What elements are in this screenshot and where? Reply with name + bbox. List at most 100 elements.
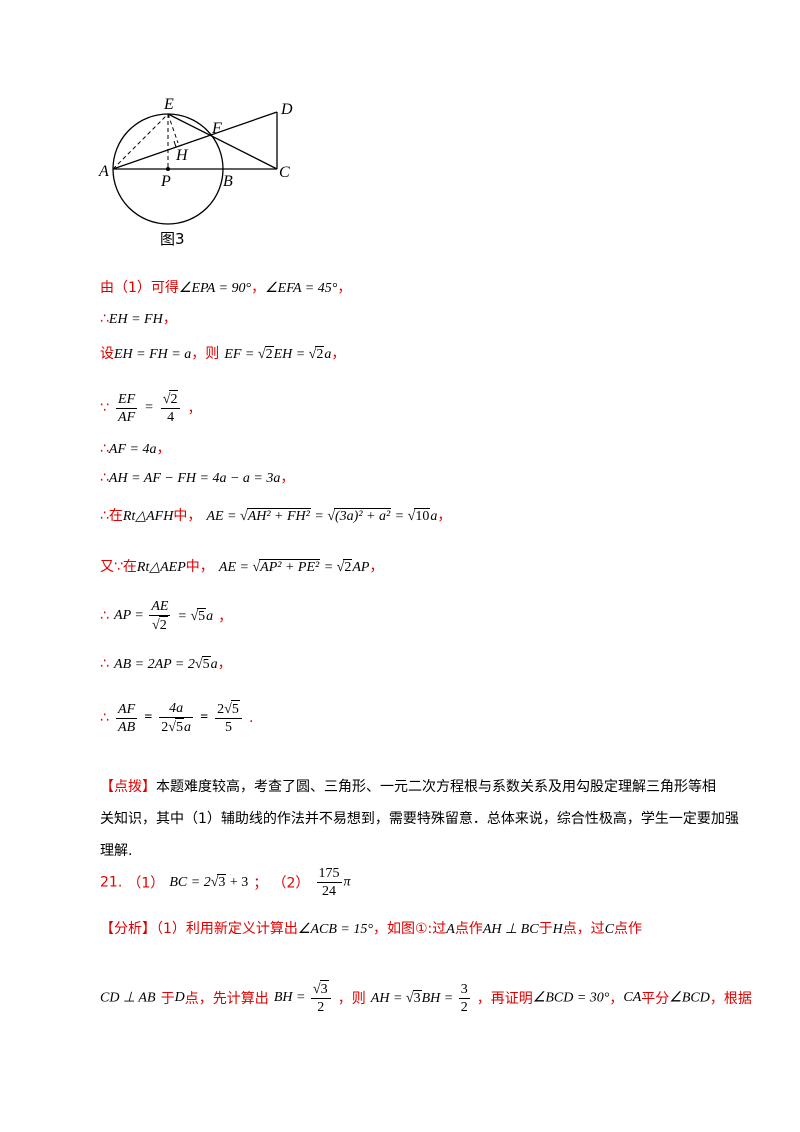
therefore-symbol: ∴	[100, 441, 109, 457]
analysis-label: 【分析】	[100, 921, 156, 937]
text: 点，先计算出	[184, 991, 269, 1007]
part-label: （2）	[272, 875, 310, 892]
label-D: D	[280, 101, 293, 118]
tip-label: 【点拨】	[100, 779, 156, 795]
segment-AD	[112, 111, 278, 170]
text: 于	[538, 921, 553, 937]
solution-line-5: ∴AF = 4a，	[100, 438, 170, 458]
text: 又∵在	[100, 559, 137, 575]
math: AP =	[114, 608, 148, 623]
equals: =	[200, 710, 209, 725]
math: Rt△AFH	[122, 509, 174, 524]
tip-line-2: 关知识，其中（1）辅助线的作法并不易想到，需要特殊留意．总体来说，综合性极高，学…	[100, 808, 739, 828]
text: 点作	[614, 921, 643, 937]
math: A	[446, 922, 455, 937]
fraction: AE√2	[149, 599, 171, 633]
text: 本题难度较高，考查了圆、三角形、一元二次方程根与系数关系及用勾股定理解三角形等相	[156, 779, 716, 795]
solution-line-7: ∴在Rt△AFH中， AE = √AH² + FH² = √(3a)² + a²…	[100, 505, 451, 525]
math: ∠EFA = 45°	[265, 281, 338, 296]
text: .	[248, 710, 254, 726]
math: ∠EPA = 90°	[178, 281, 252, 296]
math: ∠ACB = 15°	[297, 922, 373, 937]
math: EH = FH	[108, 312, 163, 327]
text: 中，	[173, 508, 202, 524]
solution-line-8: 又∵在Rt△AEP中， AE = √AP² + PE² = √2AP，	[100, 556, 383, 576]
therefore-symbol: ∴	[100, 608, 109, 624]
dashed-AE	[112, 113, 169, 170]
math: AB = 2AP = 2√5a	[114, 656, 218, 672]
math: C	[604, 922, 615, 937]
therefore-symbol: ∴	[100, 710, 109, 726]
text: ，	[187, 401, 202, 417]
math: CD ⊥ AB	[100, 990, 156, 1006]
math: AH ⊥ BC	[482, 922, 539, 937]
text: （1）利用新定义计算出	[156, 921, 298, 937]
because-symbol: ∵	[100, 400, 109, 416]
math: EF = √2EH = √2a	[224, 346, 332, 362]
equals: =	[144, 400, 154, 415]
text: ，再证明	[476, 991, 533, 1007]
text: ，	[217, 656, 232, 672]
math: ∠BCD = 30°	[532, 990, 610, 1006]
figure-caption: 图3	[160, 230, 185, 248]
analysis-line-1: 【分析】（1）利用新定义计算出∠ACB = 15°，如图①:过A点作AH ⊥ B…	[100, 918, 642, 938]
math: Rt△AEP	[136, 560, 186, 575]
text: ，	[337, 280, 352, 296]
text: 设	[100, 346, 114, 362]
text: ，	[251, 280, 266, 296]
question-number: 21.	[100, 874, 123, 891]
text: ，根据	[709, 991, 752, 1007]
solution-line-2: ∴EH = FH，	[100, 308, 177, 328]
math: H	[552, 922, 563, 937]
text: ，	[156, 441, 171, 457]
right-angle-mark	[173, 140, 183, 148]
text: 理解.	[100, 843, 133, 859]
solution-line-9: ∴ AP = AE√2 = √5a ，	[100, 598, 232, 634]
therefore-symbol: ∴	[100, 470, 109, 486]
text: ，如图①:过	[372, 921, 447, 937]
text: ∴在	[100, 508, 123, 524]
text: ，则	[337, 991, 366, 1007]
label-P: P	[160, 173, 171, 190]
text: 由（1）可得	[100, 280, 179, 296]
solution-line-3: 设EH = FH = a，则 EF = √2EH = √2a，	[100, 343, 345, 363]
math: AE = √AH² + FH² = √(3a)² + a² = √10a	[206, 508, 438, 524]
text: ，	[218, 609, 233, 625]
equals: =	[144, 710, 153, 725]
segment-EC	[167, 113, 278, 170]
text: ，	[162, 311, 177, 327]
math: ∠BCD	[669, 990, 710, 1006]
tip-line-3: 理解.	[100, 840, 132, 860]
text: 点，过	[562, 921, 605, 937]
text: 平分	[641, 991, 670, 1007]
therefore-symbol: ∴	[100, 656, 109, 672]
text: ，	[369, 559, 384, 575]
math: D	[174, 990, 185, 1005]
text: 点作	[454, 921, 483, 937]
solution-line-10: ∴ AB = 2AP = 2√5a，	[100, 653, 232, 673]
math: BC = 2√3 + 3	[169, 874, 249, 890]
text: 于	[160, 991, 175, 1007]
pi: π	[343, 874, 351, 890]
text: ，	[609, 991, 624, 1007]
label-A: A	[98, 163, 109, 180]
text: ，则	[191, 346, 220, 362]
math: AH = AF − FH = 4a − a = 3a	[108, 471, 281, 486]
math: CA	[623, 990, 642, 1005]
math: BH =	[273, 990, 309, 1005]
solution-line-1: 由（1）可得∠EPA = 90°，∠EFA = 45°，	[100, 277, 351, 297]
therefore-symbol: ∴	[100, 311, 109, 327]
math: = √5a	[177, 607, 214, 624]
label-E: E	[163, 96, 174, 113]
math: EH = FH = a	[114, 347, 192, 362]
text: ，	[437, 508, 452, 524]
